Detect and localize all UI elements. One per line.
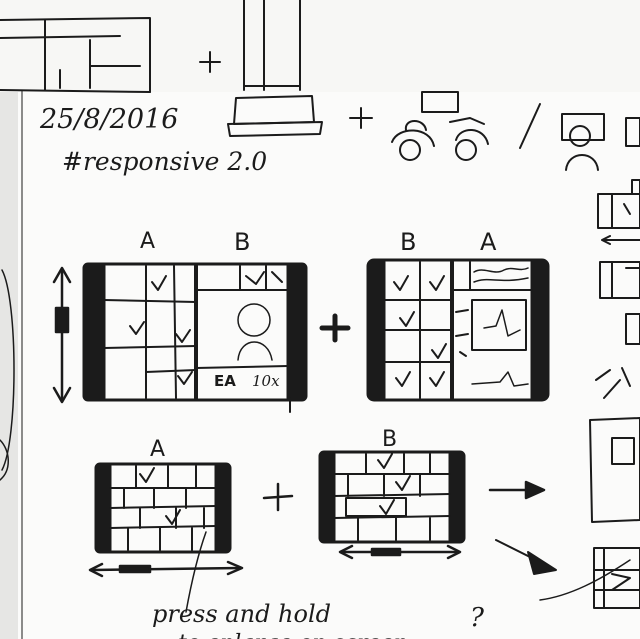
- label-top-left-a: A: [140, 229, 155, 254]
- hashtag-text: #responsive 2.0: [62, 147, 267, 176]
- caption-line-2: to enlarge on screen: [178, 631, 408, 639]
- question-mark: ?: [470, 603, 485, 633]
- cell-label-ea: EA: [214, 372, 236, 390]
- label-top-right-a: A: [480, 228, 497, 256]
- paper-top-strip: [0, 0, 640, 92]
- date-text: 25/8/2016: [39, 104, 178, 135]
- label-bottom-right-b: B: [382, 427, 397, 452]
- caption-line-1: press and hold: [152, 600, 331, 628]
- label-bottom-left-a: A: [150, 437, 165, 462]
- label-top-right-b: B: [400, 228, 416, 256]
- label-top-left-b: B: [234, 228, 250, 256]
- cell-label-10x: 10x: [252, 372, 280, 390]
